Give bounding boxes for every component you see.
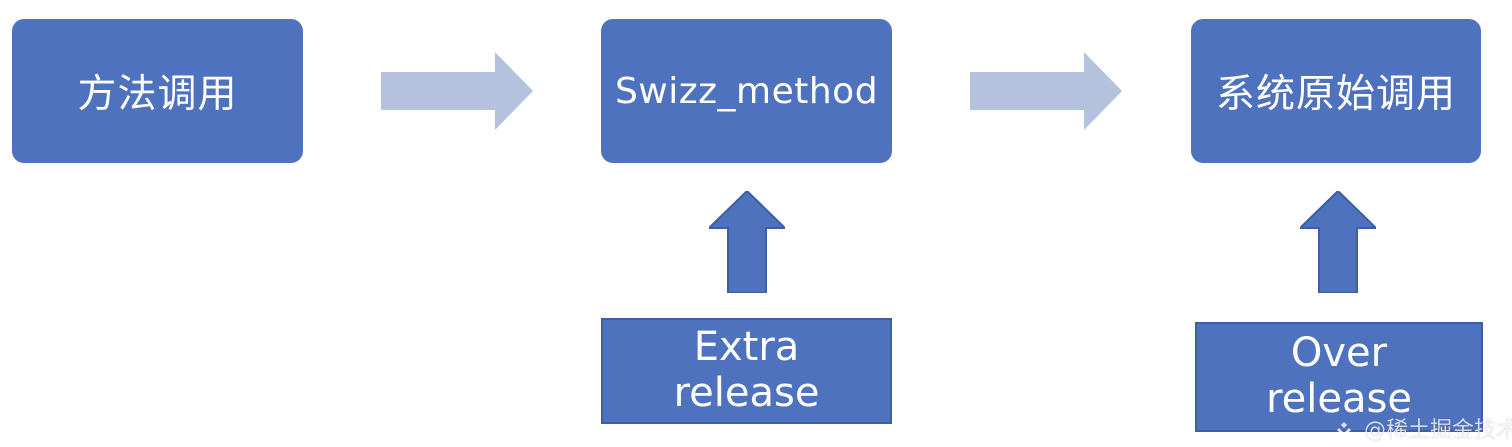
up-arrow-icon [1300, 191, 1376, 293]
swizz-method-label: Swizz_method [614, 70, 879, 112]
method-call-box: 方法调用 [12, 19, 303, 163]
swizz-method-box: Swizz_method [601, 19, 892, 163]
over-release-box: Over release [1195, 322, 1483, 432]
watermark-text: @稀土掘金技术社区 [1364, 418, 1512, 443]
method-call-label: 方法调用 [77, 72, 238, 117]
right-arrow-icon [381, 52, 533, 130]
system-original-call-label: 系统原始调用 [1215, 72, 1456, 117]
extra-release-label-line2: release [673, 370, 820, 416]
juejin-logo-icon [1337, 422, 1351, 437]
over-release-label-line2: release [1266, 376, 1412, 422]
extra-release-label-line1: Extra [693, 324, 800, 371]
juejin-watermark: @稀土掘金技术社区 [1335, 412, 1512, 444]
system-original-call-box: 系统原始调用 [1191, 19, 1481, 163]
extra-release-box: Extra release [601, 318, 892, 424]
up-arrow-icon [709, 191, 785, 293]
over-release-label-line1: Over [1290, 330, 1388, 377]
right-arrow-icon [970, 52, 1122, 130]
